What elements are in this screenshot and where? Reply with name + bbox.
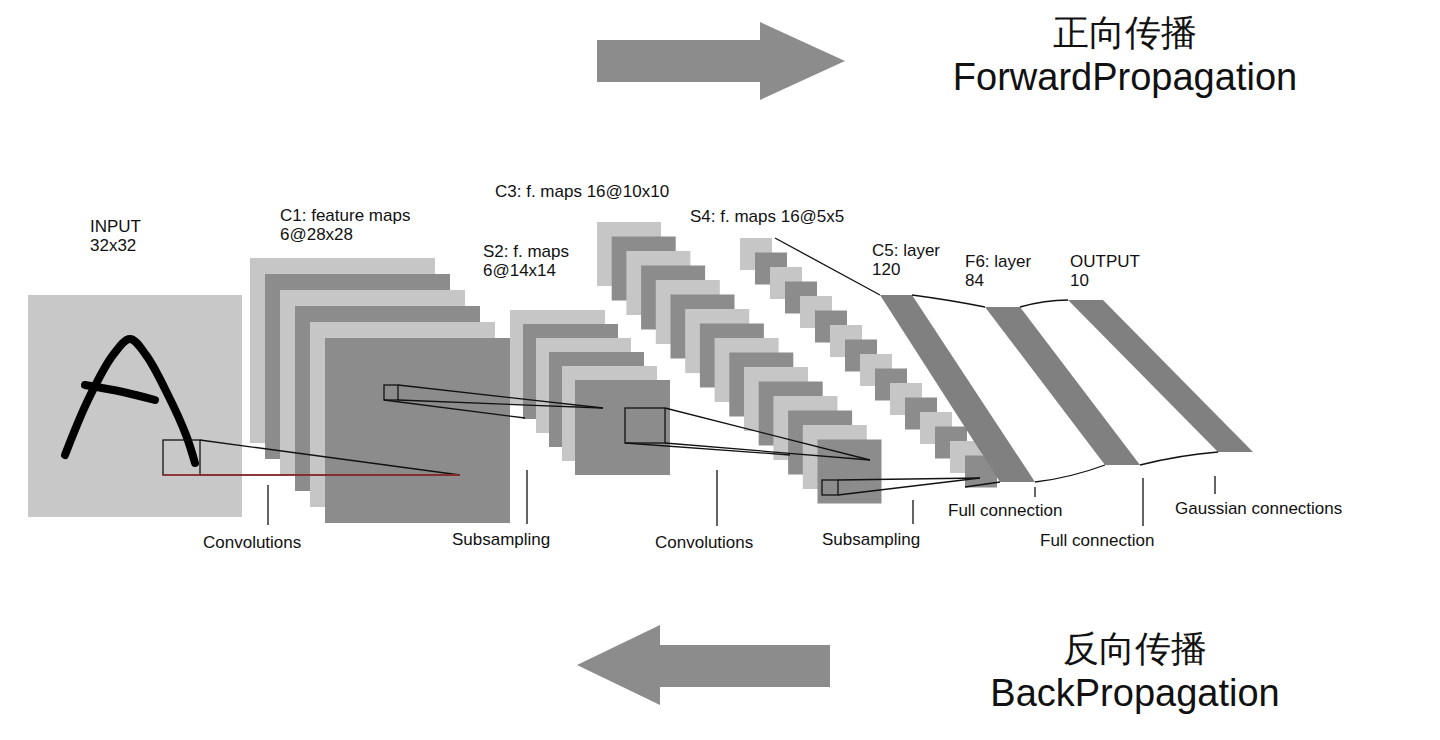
leader-tick: [526, 470, 527, 524]
leader-tick: [1142, 478, 1143, 526]
feature-map: [818, 440, 882, 504]
full-connection-line: [775, 238, 880, 295]
operation-label: Full connection: [948, 501, 1062, 521]
layer-heading: INPUT 32x32: [90, 218, 160, 255]
projection-line: [200, 440, 460, 475]
projection-line: [163, 474, 460, 475]
layer-shape: [250, 258, 510, 523]
projection-line: [665, 408, 870, 460]
input-image: INPUT 32x32: [28, 295, 242, 517]
layer-heading: F6: layer 84: [965, 253, 1050, 290]
leader-tick: [912, 500, 913, 524]
layer-shape: [597, 222, 882, 504]
layer-shape: [1068, 300, 1253, 452]
forward-arrow: [597, 22, 845, 100]
layer-heading: S2: f. maps 6@14x14: [483, 243, 583, 280]
projection-line: [665, 443, 870, 460]
backward-arrow: [577, 625, 830, 705]
leader-tick: [1034, 487, 1035, 497]
layer-shape: [510, 310, 670, 475]
projection-line: [838, 478, 980, 480]
leader-tick: [267, 485, 268, 525]
feature-map-stack: C3: f. maps 16@10x10: [597, 222, 882, 504]
full-connection-line: [1035, 465, 1105, 482]
operation-label: Convolutions: [655, 533, 753, 553]
layer-shape: [740, 238, 997, 488]
full-connection-line: [912, 295, 985, 307]
handwritten-letter: [85, 385, 155, 400]
projection-line: [398, 385, 603, 408]
receptive-field: [163, 440, 200, 475]
handwritten-letter: [65, 339, 195, 463]
operation-label: Gaussian connections: [1175, 499, 1342, 519]
feature-map-stack: S2: f. maps 6@14x14: [510, 310, 670, 475]
operation-label: Convolutions: [203, 533, 301, 553]
input-square: [28, 295, 242, 517]
layer-heading: OUTPUT 10: [1070, 253, 1148, 290]
projection-line: [838, 478, 980, 495]
projection-line: [625, 443, 790, 455]
layer-heading: S4: f. maps 16@5x5: [690, 208, 844, 227]
operation-label: Subsampling: [822, 530, 920, 550]
layer-heading: C3: f. maps 16@10x10: [495, 183, 669, 202]
layer-band: [1068, 300, 1253, 452]
projection-line: [384, 400, 525, 418]
projection-line: [398, 400, 603, 408]
receptive-field: [625, 408, 665, 443]
full-connection-line: [1020, 300, 1068, 307]
feature-map: [575, 380, 670, 475]
layer-heading: C5: layer 120: [872, 242, 957, 279]
leader-tick: [716, 470, 717, 526]
feature-map: [325, 338, 510, 523]
full-connection-line: [965, 482, 1000, 487]
receptive-field: [822, 480, 838, 495]
propagation-label: 反向传播: [950, 628, 1320, 669]
layer-heading: C1: feature maps 6@28x28: [280, 207, 440, 244]
leader-tick: [1214, 476, 1215, 494]
operation-label: Subsampling: [452, 530, 550, 550]
receptive-field: [384, 385, 398, 400]
layer-band: OUTPUT 10: [1068, 300, 1253, 452]
full-connection-line: [1140, 452, 1218, 465]
projection-line: [200, 474, 460, 475]
propagation-label: ForwardPropagation: [920, 56, 1330, 100]
operation-label: Full connection: [1040, 531, 1154, 551]
propagation-label: BackPropagation: [950, 672, 1320, 716]
feature-map-stack: C1: feature maps 6@28x28: [250, 258, 510, 523]
propagation-label: 正向传播: [920, 12, 1330, 53]
layer-shape: [28, 295, 242, 517]
feature-map-stack: S4: f. maps 16@5x5: [740, 238, 997, 488]
